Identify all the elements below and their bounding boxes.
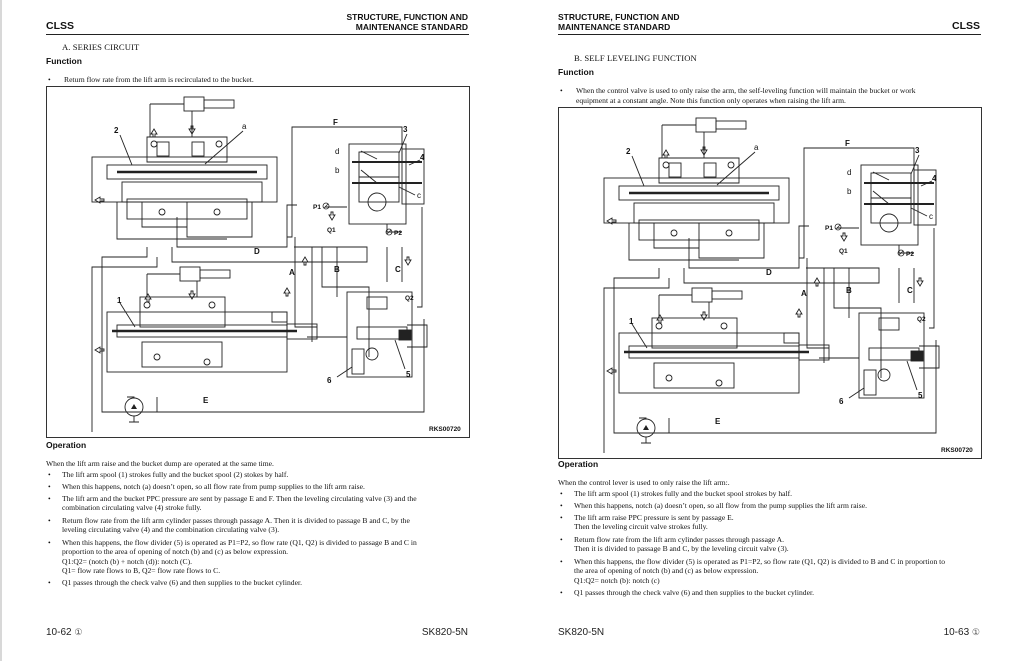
header-rule <box>558 34 981 35</box>
hydraulic-circuit-figure: 2 a F 3 d 4 b c P1 Q1 P2 D A B C Q2 1 5 … <box>558 107 982 459</box>
model-code: SK820-5N <box>558 627 605 638</box>
revision-mark: ① <box>74 627 83 637</box>
operation-text: When the control lever is used to only r… <box>558 478 946 597</box>
page-footer-right: 10-63 ① <box>944 627 980 638</box>
label-C: C <box>907 286 913 295</box>
label-5: 5 <box>406 370 411 379</box>
section-title-line1: STRUCTURE, FUNCTION AND <box>346 12 468 22</box>
figure-code: RKS00720 <box>941 447 973 454</box>
hydraulic-diagram: 2 a F 3 d 4 b c P1 Q1 P2 D A B C Q2 1 5 … <box>603 117 973 454</box>
label-A: A <box>289 268 295 277</box>
function-heading: Function <box>46 56 82 66</box>
label-1: 1 <box>629 317 634 326</box>
label-P2: P2 <box>906 251 914 258</box>
function-bullet: • When the control valve is used to only… <box>560 86 916 105</box>
operation-intro: When the control lever is used to only r… <box>558 478 730 487</box>
flow-divider <box>346 291 413 378</box>
label-b: b <box>847 187 852 196</box>
section-title: STRUCTURE, FUNCTION AND MAINTENANCE STAN… <box>558 12 680 32</box>
label-F: F <box>333 118 338 127</box>
bucket-cylinder <box>183 96 205 112</box>
label-6: 6 <box>327 376 332 385</box>
label-c: c <box>929 212 933 221</box>
label-A: A <box>801 289 807 298</box>
label-P1: P1 <box>313 204 321 211</box>
header-rule <box>46 34 469 35</box>
operation-heading: Operation <box>558 459 599 469</box>
hydraulic-diagram: 2 a F 3 d 4 b c P1 Q1 P2 D A B C Q2 1 5 … <box>91 96 461 433</box>
label-4: 4 <box>420 153 425 162</box>
label-3: 3 <box>403 125 408 134</box>
page-number: 10-63 <box>943 627 970 638</box>
label-3: 3 <box>915 146 920 155</box>
label-E: E <box>203 396 209 405</box>
label-c: c <box>417 191 421 200</box>
model-code: SK820-5N <box>421 627 468 638</box>
label-Q2: Q2 <box>917 316 926 323</box>
bullet-dot: • <box>560 86 563 95</box>
label-6: 6 <box>839 397 844 406</box>
subsection-title: A. SERIES CIRCUIT <box>62 42 140 52</box>
label-E: E <box>715 417 721 426</box>
bullet-dot: • <box>48 75 51 84</box>
label-D: D <box>254 247 260 256</box>
label-2: 2 <box>114 126 119 135</box>
lift-arm-cylinder <box>179 266 201 282</box>
label-a: a <box>242 122 247 131</box>
upper-valve-top <box>146 136 228 163</box>
label-d: d <box>335 147 339 156</box>
operation-text: When the lift arm raise and the bucket d… <box>46 459 417 587</box>
label-B: B <box>334 265 340 274</box>
label-b: b <box>335 166 340 175</box>
page-footer-left: 10-62 ① <box>46 627 82 638</box>
section-title-line1: STRUCTURE, FUNCTION AND <box>558 12 680 22</box>
lower-valve-body <box>106 311 288 373</box>
upper-valve-body <box>91 156 278 203</box>
section-title-line2: MAINTENANCE STANDARD <box>558 22 671 32</box>
operation-intro: When the lift arm raise and the bucket d… <box>46 459 274 468</box>
label-Q1: Q1 <box>839 248 848 255</box>
figure-code: RKS00720 <box>429 426 461 433</box>
label-a: a <box>754 143 759 152</box>
label-Q1: Q1 <box>327 227 336 234</box>
subsection-title: B. SELF LEVELING FUNCTION <box>574 53 697 63</box>
label-d: d <box>847 168 851 177</box>
page-number: 10-62 <box>46 627 72 638</box>
label-C: C <box>395 265 401 274</box>
chapter-title: CLSS <box>46 20 75 32</box>
label-F: F <box>845 139 850 148</box>
label-P1: P1 <box>825 225 833 232</box>
revision-mark: ① <box>971 627 980 637</box>
label-1: 1 <box>117 296 122 305</box>
right-page: STRUCTURE, FUNCTION AND MAINTENANCE STAN… <box>512 0 1024 661</box>
hydraulic-circuit-figure: 2 a F 3 d 4 b c P1 Q1 P2 D A B C Q2 1 5 … <box>46 86 470 438</box>
label-4: 4 <box>932 174 937 183</box>
section-title: STRUCTURE, FUNCTION AND MAINTENANCE STAN… <box>346 12 468 32</box>
label-P2: P2 <box>394 230 402 237</box>
section-title-line2: MAINTENANCE STANDARD <box>355 22 468 32</box>
operation-heading: Operation <box>46 440 87 450</box>
left-page: CLSS STRUCTURE, FUNCTION AND MAINTENANCE… <box>0 0 470 661</box>
function-heading: Function <box>558 67 594 77</box>
chapter-title: CLSS <box>951 20 980 32</box>
label-2: 2 <box>626 147 631 156</box>
label-Q2: Q2 <box>405 295 414 302</box>
label-B: B <box>846 286 852 295</box>
label-D: D <box>766 268 772 277</box>
label-5: 5 <box>918 391 923 400</box>
